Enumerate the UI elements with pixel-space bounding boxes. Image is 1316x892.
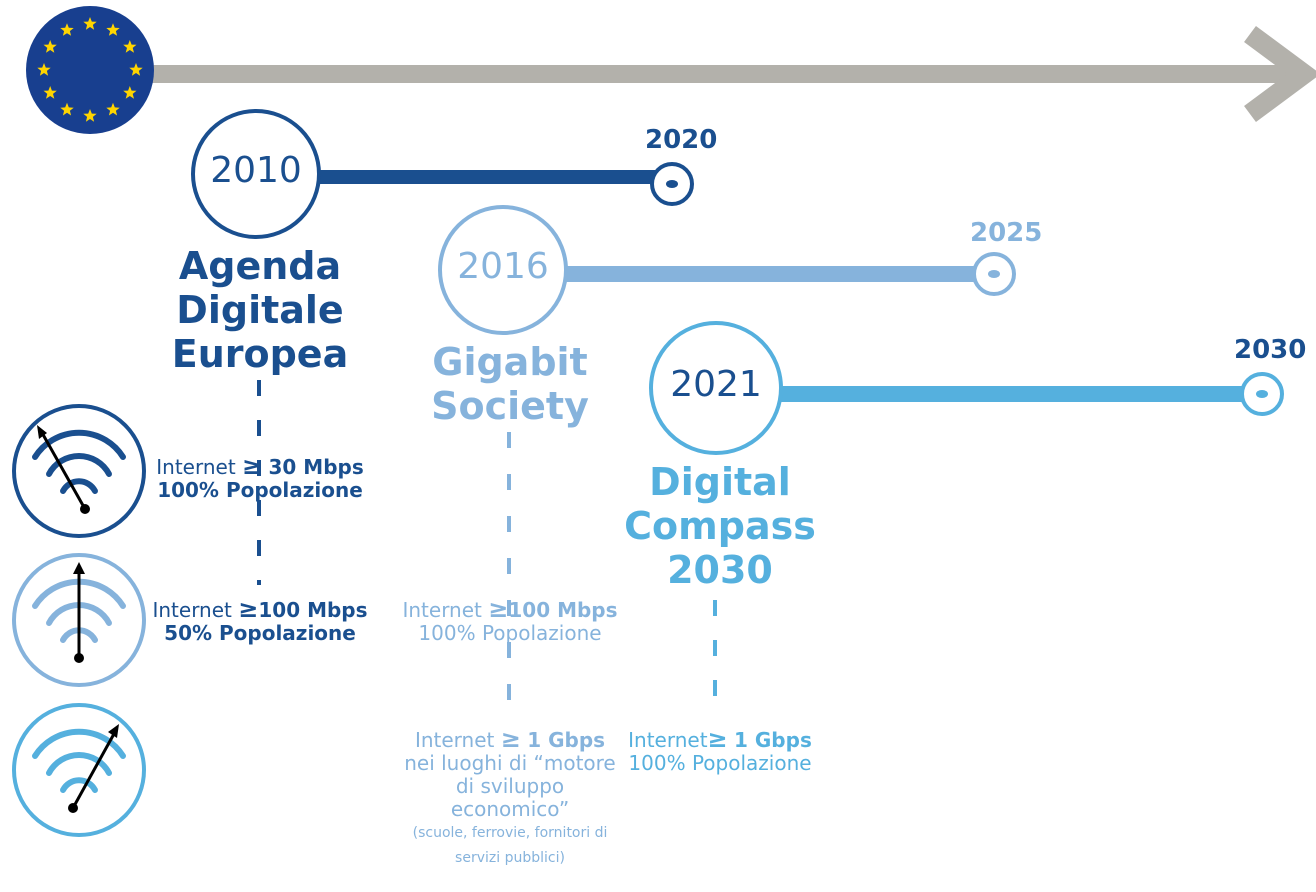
star-icon (43, 40, 57, 53)
timeline-2010-2020 (191, 109, 694, 239)
speedometer-wifi-icon (12, 553, 146, 687)
star-icon (60, 23, 74, 36)
title-line: Agenda (178, 244, 342, 288)
star-icon (83, 109, 97, 122)
timeline-2016-2025 (438, 205, 1016, 335)
eu-flag-icon (26, 6, 154, 134)
start-circle (191, 109, 321, 239)
title-line: Digitale (176, 288, 344, 332)
start-year-2021: 2021 (670, 364, 762, 405)
start-circle (649, 321, 783, 455)
star-icon (129, 63, 143, 76)
title-digital-compass-2030: Digital Compass 2030 (620, 460, 820, 592)
star-icon (37, 63, 51, 76)
start-year-2010: 2010 (210, 150, 302, 191)
target-100mbps-100: Internet ≥100 Mbps 100% Popolazione (402, 595, 618, 645)
timeline-2021-2030 (649, 321, 1284, 455)
end-year-2025: 2025 (970, 218, 1043, 248)
start-year-2016: 2016 (457, 246, 549, 287)
title-line: Digital (649, 460, 791, 504)
title-gigabit-society: Gigabit Society (410, 340, 610, 428)
timeline-arrow-icon (130, 25, 1316, 123)
star-icon (43, 86, 57, 99)
speedometer-wifi-icon (12, 703, 146, 837)
target-1gbps-100: Internet≥ 1 Gbps 100% Popolazione (628, 725, 812, 775)
title-line: Gigabit (432, 340, 588, 384)
target-1gbps-motore: Internet ≥ 1 Gbps nei luoghi di “motore … (404, 725, 616, 866)
end-year-2030: 2030 (1234, 335, 1307, 365)
title-line: Europea (171, 332, 349, 376)
star-icon (83, 17, 97, 30)
speedometer-wifi-icon (12, 404, 146, 538)
title-line: Compass (624, 504, 816, 548)
end-year-2020: 2020 (645, 125, 718, 155)
target-30mbps: Internet ≥ 30 Mbps 100% Popolazione (156, 452, 364, 502)
title-line: Society (431, 384, 589, 428)
title-agenda-digitale-europea: Agenda Digitale Europea (160, 244, 360, 376)
star-icon (123, 86, 137, 99)
star-icon (106, 102, 120, 116)
star-icon (106, 23, 120, 36)
star-icon (60, 102, 74, 116)
target-100mbps-50: Internet ≥100 Mbps 50% Popolazione (152, 595, 368, 645)
start-circle (438, 205, 568, 335)
star-icon (123, 40, 137, 53)
title-line: 2030 (667, 548, 773, 592)
